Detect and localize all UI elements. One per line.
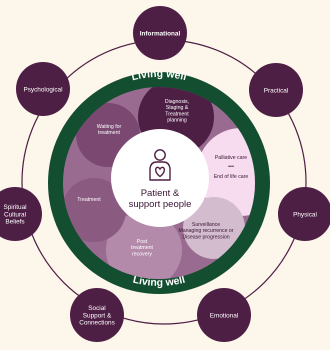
need-label-social-support-connections-line: Support & (83, 312, 112, 319)
stage-diagnosis-staging-treatment-planning-line: Treatment (165, 111, 189, 117)
stage-surveillance-line: Disease progression (182, 234, 229, 240)
need-circle[interactable] (133, 6, 187, 60)
need-label-social-support-connections-line: Social (88, 305, 105, 312)
center-label-line2: support people (129, 199, 192, 210)
stage-dots-line: ••• (228, 164, 234, 170)
stage-waiting-for-treatment-line: Waiting for (97, 124, 122, 130)
need-emotional[interactable]: Emotional (197, 288, 251, 342)
stage-surveillance-line: Surveillance (192, 222, 220, 228)
need-circle[interactable] (0, 187, 42, 241)
stage-palliative-care-line: Palliative care (215, 155, 247, 161)
need-circle[interactable] (197, 288, 251, 342)
need-label-emotional-line: Emotional (210, 312, 238, 319)
segment-post-treatment-recovery[interactable] (106, 212, 182, 288)
need-psychological[interactable]: Psychological (16, 62, 70, 116)
stage-diagnosis-staging-treatment-planning-line: Diagnosis, (165, 99, 189, 105)
need-informational[interactable]: Informational (133, 6, 187, 60)
stage-post-treatment-recovery-line: treatment (131, 245, 153, 251)
center-circle (111, 129, 209, 227)
stage-treatment-line: Treatment (77, 197, 101, 203)
need-label-informational-line: Informational (140, 30, 181, 37)
care-stage-segments (62, 87, 285, 288)
ring-label-top: Living well (130, 68, 188, 83)
need-label-practical-line: Practical (264, 87, 289, 94)
stage-surveillance-line: Managing recurrence or (178, 228, 233, 234)
need-label-spiritual-cultural-beliefs-line: Cultural (4, 211, 26, 218)
need-circle[interactable] (249, 63, 303, 117)
need-circle[interactable] (16, 62, 70, 116)
segment-palliative-end-of-life[interactable] (197, 128, 285, 216)
need-circle[interactable] (278, 187, 330, 241)
stage-end-of-life-care-line: End of life care (214, 174, 249, 180)
need-label-spiritual-cultural-beliefs-line: Beliefs (5, 219, 24, 226)
need-label-physical-line: Physical (293, 211, 317, 218)
need-physical[interactable]: Physical (278, 187, 330, 241)
center-label-line1: Patient & (141, 188, 180, 199)
person-heart-icon (149, 149, 171, 181)
stage-post-treatment-recovery-line: recovery (132, 251, 152, 257)
need-label-social-support-connections-line: Connections (79, 320, 115, 327)
need-label-spiritual-cultural-beliefs-line: Spiritual (3, 204, 26, 211)
stage-diagnosis-staging-treatment-planning-line: planning (167, 118, 187, 124)
segment-treatment[interactable] (62, 178, 126, 242)
need-practical[interactable]: Practical (249, 63, 303, 117)
stage-diagnosis-staging-treatment-planning-line: Staging & (166, 105, 189, 111)
need-label-psychological-line: Psychological (23, 86, 62, 93)
stage-post-treatment-recovery-line: Post (137, 239, 148, 245)
need-circle[interactable] (70, 288, 124, 342)
segment-surveillance[interactable] (183, 197, 245, 259)
stage-waiting-for-treatment-line: treatment (98, 130, 120, 136)
